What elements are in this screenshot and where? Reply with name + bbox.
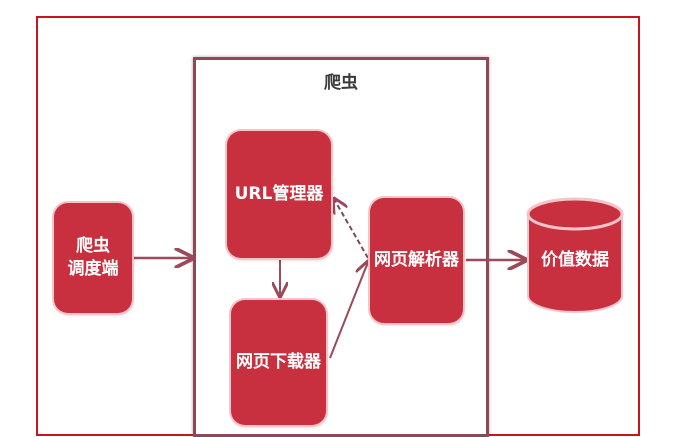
- node-parser: 网页解析器: [370, 198, 463, 323]
- url-manager-label: URL管理器: [234, 184, 324, 205]
- edge-parser-to-url: [334, 199, 369, 259]
- parser-label: 网页解析器: [374, 250, 459, 271]
- data-store-label: 价值数据: [541, 249, 609, 270]
- edges-layer: [134, 0, 675, 359]
- node-downloader: 网页下载器: [231, 300, 326, 425]
- downloader-label: 网页下载器: [236, 352, 321, 373]
- container-title: 爬虫: [324, 73, 358, 93]
- data-store-label-box: 价值数据: [528, 230, 622, 290]
- node-url-manager: URL管理器: [227, 131, 331, 258]
- scheduler-line2: 调度端: [67, 259, 119, 279]
- node-data-store-cylinder: [526, 197, 624, 313]
- edge-downloader-to-parser: [329, 262, 368, 359]
- scheduler-line1: 爬虫: [76, 236, 110, 257]
- node-scheduler: 爬虫调度端: [54, 203, 132, 313]
